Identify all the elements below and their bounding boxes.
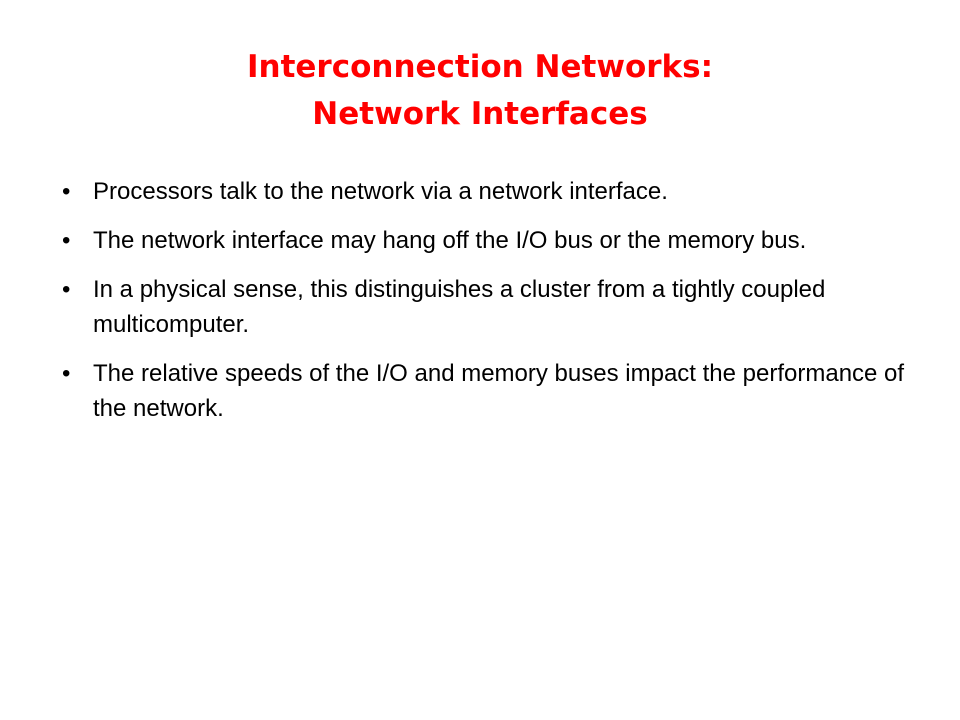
bullet-text: The network interface may hang off the I… bbox=[93, 227, 807, 254]
bullet-dot-icon: • bbox=[62, 360, 71, 387]
slide-title-line-1: Interconnection Networks: bbox=[246, 49, 714, 85]
bullet-item: • Processors talk to the network via a n… bbox=[62, 174, 912, 209]
bullet-item: • In a physical sense, this distinguishe… bbox=[62, 272, 912, 342]
bullet-dot-icon: • bbox=[62, 178, 71, 205]
slide-title-line-2: Network Interfaces bbox=[312, 96, 648, 132]
bullet-dot-icon: • bbox=[62, 276, 71, 303]
bullet-item: • The network interface may hang off the… bbox=[62, 223, 912, 258]
bullet-text: Processors talk to the network via a net… bbox=[93, 178, 668, 205]
bullet-list: • Processors talk to the network via a n… bbox=[62, 174, 912, 440]
bullet-dot-icon: • bbox=[62, 227, 71, 254]
slide-title: Interconnection Networks: Network Interf… bbox=[0, 44, 960, 138]
bullet-item: • The relative speeds of the I/O and mem… bbox=[62, 356, 912, 426]
bullet-text: The relative speeds of the I/O and memor… bbox=[93, 360, 905, 422]
bullet-text: In a physical sense, this distinguishes … bbox=[93, 276, 826, 338]
